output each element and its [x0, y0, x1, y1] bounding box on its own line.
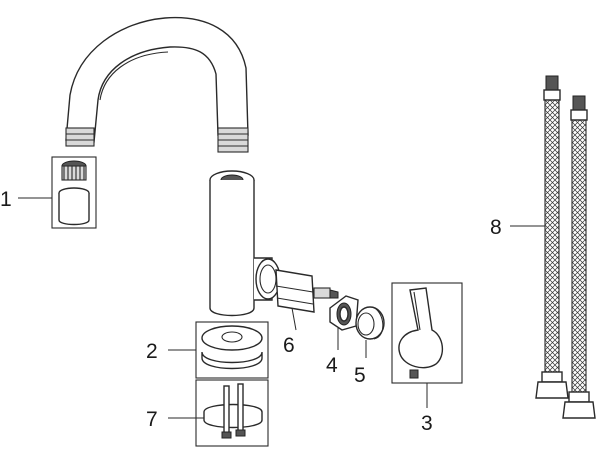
- callout-label-2: 2: [146, 340, 158, 363]
- callout-label-3: 3: [421, 412, 433, 435]
- mounting-kit: [195, 379, 269, 447]
- supply-hose-right: [562, 95, 596, 419]
- callout-label-5: 5: [354, 364, 366, 387]
- supply-hose-left: [535, 75, 569, 399]
- aerator: [51, 156, 97, 229]
- cartridge: [275, 269, 339, 313]
- cartridge-nut: [329, 295, 359, 331]
- callout-label-4: 4: [326, 354, 338, 377]
- callout-label-8: 8: [490, 216, 502, 239]
- callout-label-7: 7: [146, 408, 158, 431]
- handle: [391, 282, 463, 384]
- cover-ring: [355, 306, 385, 340]
- faucet-body: [209, 170, 281, 317]
- mounting-gasket: [195, 321, 269, 379]
- leader-line-6: [291, 307, 297, 331]
- spout: [65, 16, 249, 153]
- callout-label-6: 6: [283, 334, 295, 357]
- callout-label-1: 1: [0, 188, 12, 211]
